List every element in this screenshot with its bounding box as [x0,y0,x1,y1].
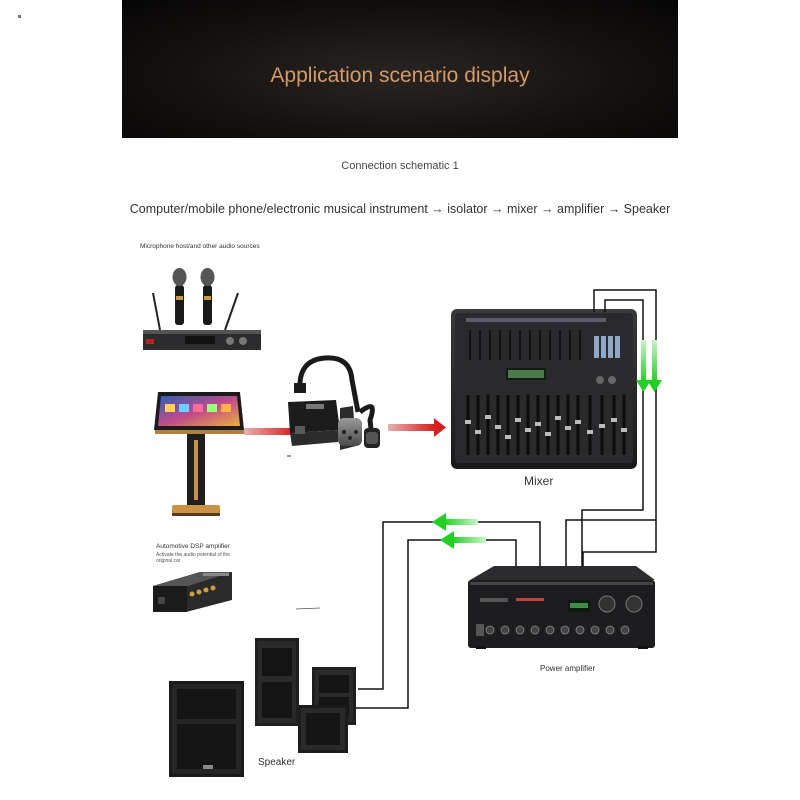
digital-mixer-console-icon [451,309,637,469]
return-arrow-left-1 [432,513,478,531]
schematic-title: Connection schematic 1 [341,160,459,172]
connection-wires [355,289,657,709]
return-arrow-left-2 [440,531,486,549]
amplifier-label: Power amplifier [540,664,596,673]
power-amplifier-icon [468,566,655,649]
dsp-amplifier-description: Activate the audio potential of the orig… [156,552,230,564]
signal-flow-text: Computer/mobile phone/electronic musical… [129,202,671,216]
speaker-label: Speaker [258,757,296,768]
dsp-amplifier-label: Automotive DSP amplifier [156,543,230,550]
tick-mark-2 [295,607,321,610]
banner-title: Application scenario display [270,64,530,87]
return-arrow-down-1 [636,340,651,392]
mixer-label: Mixer [524,474,554,488]
karaoke-touchscreen-icon [154,392,244,516]
audio-isolator-cable-icon [288,355,380,450]
banner: Application scenario display [122,0,678,138]
return-arrow-down-2 [647,340,662,392]
signal-arrow-isolator-to-mixer [388,418,446,437]
corner-mark [18,15,21,18]
audio-sources-label: Microphone host/and other audio sources [140,243,260,250]
dsp-amplifier-icon [153,572,232,612]
wireless-microphone-receiver-icon [143,268,261,350]
speaker-cabinet-icon [169,638,356,777]
